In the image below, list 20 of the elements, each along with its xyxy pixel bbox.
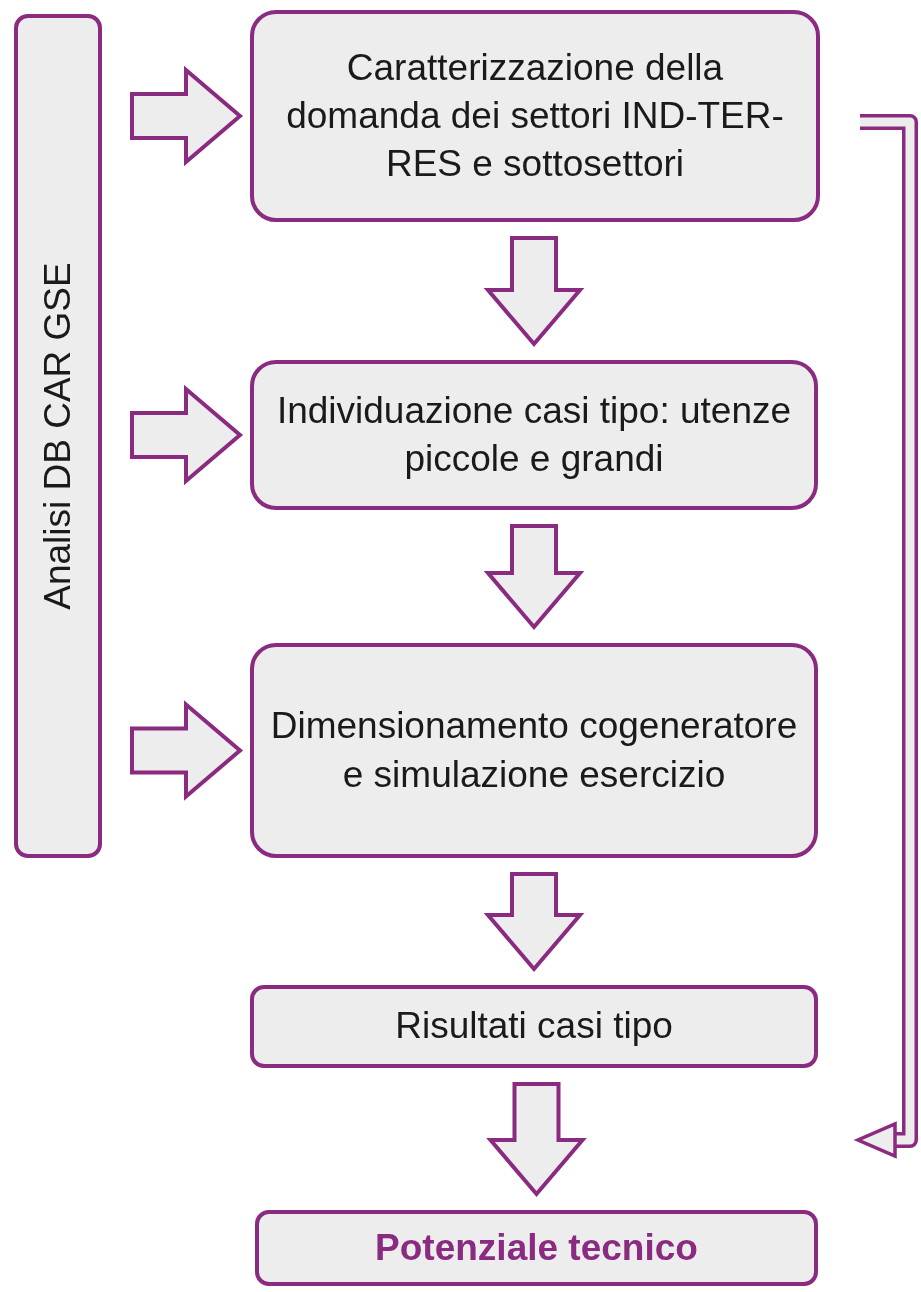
node-label: Dimensionamento cogeneratore e simulazione esercizio	[269, 704, 799, 797]
block-arrow	[483, 872, 585, 973]
process-box	[250, 985, 818, 1068]
bracket-arrow	[853, 114, 918, 1159]
node-label: Potenziale tecnico	[375, 1225, 698, 1270]
node-label: Risultati casi tipo	[395, 1004, 673, 1049]
block-arrow	[130, 700, 244, 801]
node-label: Caratterizzazione della domanda dei settori IND-TER-RES e sottosettori	[285, 45, 785, 187]
block-arrow	[486, 1082, 587, 1198]
block-arrow	[483, 524, 585, 631]
process-box	[250, 643, 818, 858]
result-box	[255, 1210, 818, 1286]
process-box	[250, 360, 818, 510]
block-arrow	[130, 65, 244, 167]
vertical-band	[14, 14, 102, 858]
block-arrow	[483, 236, 585, 348]
block-arrow	[130, 384, 244, 486]
process-box	[250, 10, 820, 222]
node-label: Analisi DB CAR GSE	[35, 262, 79, 610]
node-label: Individuazione casi tipo: utenze piccole e grandi	[275, 388, 793, 481]
